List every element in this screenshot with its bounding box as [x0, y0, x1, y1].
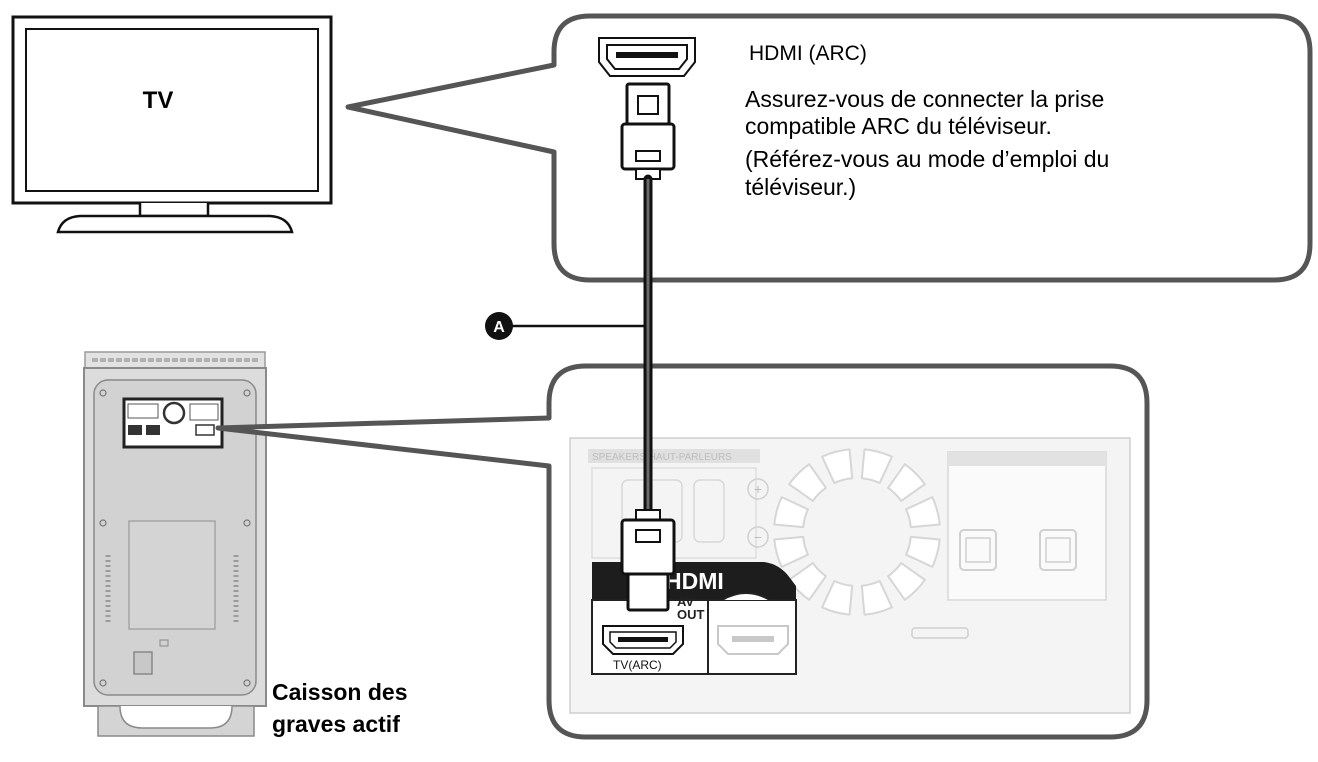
fan-vent-icon	[773, 448, 941, 616]
av-out-label-line-1: AV	[677, 594, 694, 609]
plus-sign: +	[754, 481, 762, 497]
fan-vent-segment	[821, 448, 854, 484]
speakers-header-band	[588, 449, 760, 463]
audio-input-area	[947, 451, 1107, 601]
hdmi-cable: A	[485, 174, 676, 612]
optical-input-icon	[959, 529, 1077, 571]
cable-marker-badge	[485, 312, 513, 340]
hdmi-desc-line-1: Assurez-vous de connecter la prise	[745, 86, 1104, 112]
fan-vent-segment	[860, 448, 893, 484]
speakers-label: SPEAKERS HAUT-PARLEURS	[592, 452, 732, 463]
subwoofer-illustration: Caisson des graves actif	[83, 351, 408, 737]
hdmi-desc-line-4: téléviseur.)	[745, 174, 856, 200]
fan-vent-segment	[887, 562, 926, 601]
tv-label: TV	[143, 87, 174, 114]
hdmi-plug-top-icon	[620, 82, 676, 180]
cable-marker-label: A	[493, 319, 505, 336]
hdmi-port-icon	[598, 37, 696, 77]
fan-vent-segment	[821, 580, 854, 616]
fan-vent-segment	[905, 496, 941, 529]
subwoofer-label-line-2: graves actif	[272, 711, 400, 737]
hdmi-callout-box	[345, 13, 1313, 283]
hdmi-desc-line-3: (Référez-vous au mode d’emploi du	[745, 146, 1109, 172]
tv-illustration: TV	[11, 15, 333, 234]
fan-vent-segment	[773, 496, 809, 529]
speaker-terminal-right	[693, 479, 725, 543]
tv-arc-port-label: TV(ARC)	[613, 658, 662, 672]
fan-vent-segment	[860, 580, 893, 616]
fan-vent-segment	[887, 463, 926, 502]
subwoofer-label-line-1: Caisson des	[272, 679, 408, 705]
tv-neck	[138, 203, 210, 218]
hdmi-callout: HDMI (ARC) Assurez-vous de connecter la …	[345, 13, 1313, 283]
hdmi-arc-title: HDMI (ARC)	[749, 42, 867, 65]
tv-screen	[25, 28, 319, 192]
minus-sign: −	[754, 529, 762, 545]
hdmi-plug-bottom-icon	[620, 509, 676, 612]
av-out-label-line-2: OUT	[677, 607, 705, 622]
hdmi-second-port	[717, 625, 789, 655]
service-port	[911, 627, 969, 639]
tv-stand	[56, 214, 294, 234]
hdmi-tv-arc-port	[602, 625, 684, 655]
fan-vent-segment	[905, 535, 941, 568]
fan-vent-segment	[773, 535, 809, 568]
fan-vent-segment	[788, 562, 827, 601]
hdmi-desc-line-2: compatible ARC du téléviseur.	[745, 113, 1052, 139]
fan-vent-segment	[788, 463, 827, 502]
